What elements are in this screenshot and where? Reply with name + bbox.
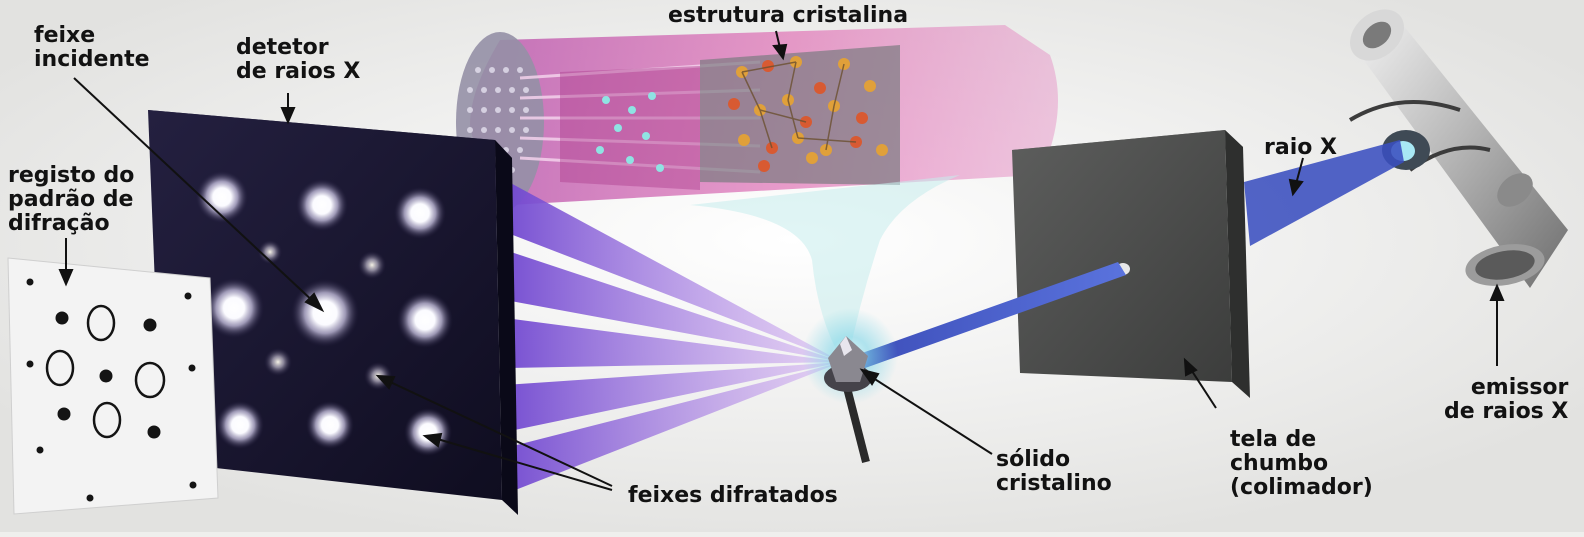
diffraction-pattern-record bbox=[7, 257, 219, 515]
xray-beam-wide bbox=[1244, 140, 1404, 246]
inset-plane bbox=[560, 66, 700, 190]
lead-screen bbox=[1012, 130, 1250, 398]
diffracted-beams bbox=[505, 180, 842, 494]
crystal-structure-inset bbox=[456, 25, 1058, 212]
inset-bonds bbox=[741, 61, 857, 151]
label-diffracted-beams: feixes difratados bbox=[628, 483, 838, 508]
xray-emitter bbox=[1348, 9, 1568, 288]
label-lead-screen: tela de chumbo (colimador) bbox=[1230, 427, 1373, 500]
magnification-funnel bbox=[690, 175, 960, 360]
label-incident-beam: feixe incidente bbox=[34, 23, 150, 72]
label-crystalline-solid: sólido cristalino bbox=[996, 447, 1112, 496]
inset-cyan-atoms bbox=[596, 92, 664, 172]
collimated-beam bbox=[848, 262, 1126, 372]
detector-spots bbox=[196, 171, 453, 456]
xray-detector bbox=[148, 110, 518, 515]
label-crystal-structure: estrutura cristalina bbox=[668, 3, 909, 28]
label-xray-detector: detetor de raios X bbox=[236, 35, 361, 84]
leader-lines bbox=[58, 30, 1505, 491]
label-xray-emitter: emissor de raios X bbox=[1444, 375, 1569, 424]
record-pattern bbox=[26, 278, 197, 502]
label-xray: raio X bbox=[1264, 135, 1337, 160]
inset-lattice-plane bbox=[700, 45, 900, 185]
label-diffraction-record: registo do padrão de difração bbox=[8, 163, 135, 236]
